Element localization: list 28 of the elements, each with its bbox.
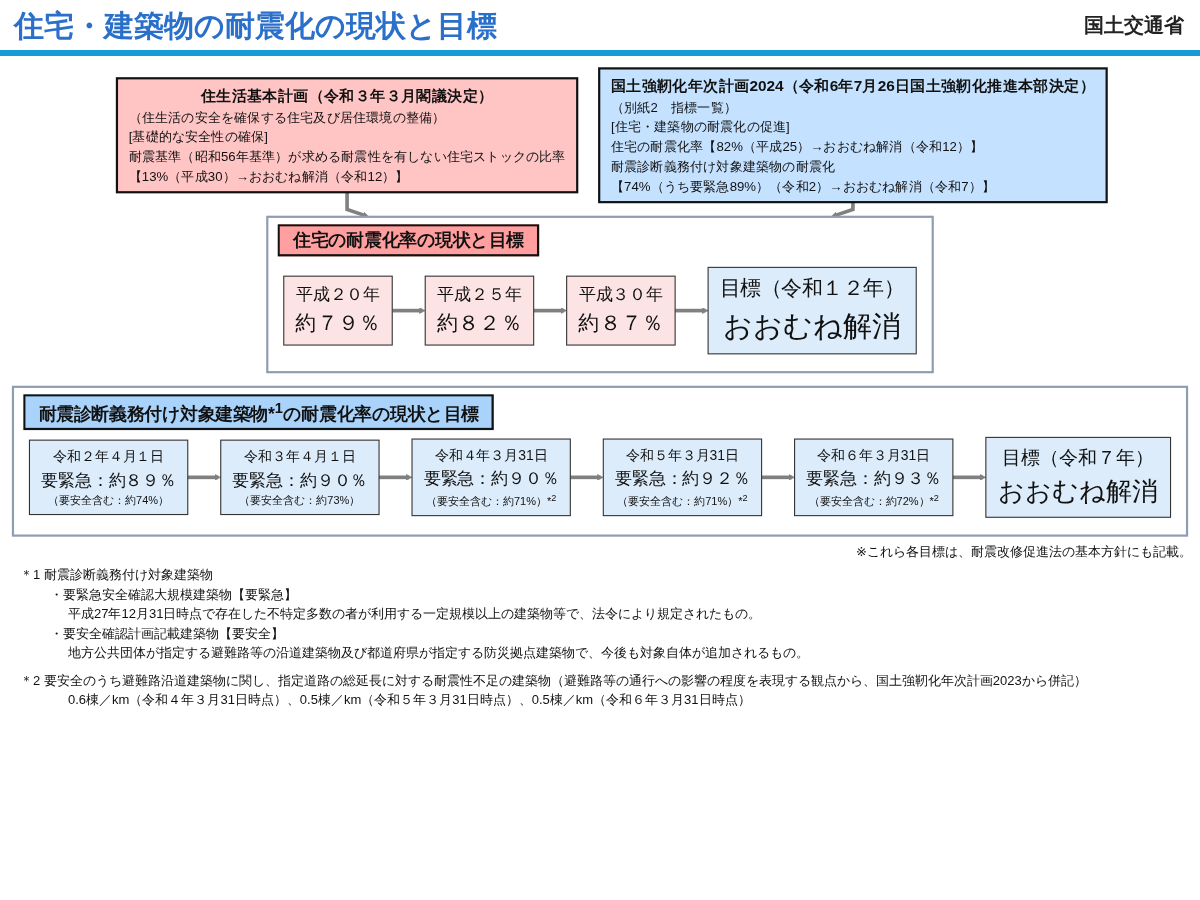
footnote-text: ・要安全確認計画記載建築物【要安全】: [49, 624, 285, 643]
node-box: 令和４年３月31日 要緊急：約９０％ （要安全含む：約71%）*$^{2}$: [411, 438, 571, 517]
node-box: 平成２０年 約７９％: [283, 275, 393, 346]
arrow: [379, 474, 413, 481]
footnote-text: ＊2 要安全のうち避難路沿道建築物に関し、指定道路の総延長に対する耐震性不足の建築物（避難路等の通行への影響の程度を表現する観点から、国土強靭化年次計画2023から併記）: [20, 671, 1088, 690]
node-box: 平成３０年 約８７％: [566, 275, 676, 346]
node-box: 住生活基本計画（令和３年３月閣議決定） （住生活の安全を確保する住宅及び居住環境の整備） [基礎的な安全性の確保] 耐震基準（昭和56年基準）が求める耐震性を有しない住宅ストックの比率 【13%（平成30）→おおむね解消（令和12）】: [115, 77, 579, 194]
organization-name: 国土交通省: [1084, 14, 1184, 36]
node-box: 令和５年３月31日 要緊急：約９２％ （要安全含む：約71%）*$^{2}$: [602, 438, 763, 517]
node-box: 令和６年３月31日 要緊急：約９３％ （要安全含む：約72%）*$^{2}$: [794, 438, 954, 517]
arrow: [570, 474, 604, 481]
arrow: [533, 307, 567, 314]
note-text: ※これら各目標は、耐震改修促進法の基本方針にも記載。: [856, 544, 1192, 559]
footnote-text: ＊1 耐震診断義務付け対象建築物: [20, 566, 214, 584]
footnote-text: ・要緊急安全確認大規模建築物【要緊急】: [49, 585, 298, 604]
footnote-text: 地方公共団体が指定する避難路等の沿道建築物及び都道府県が指定する防災拠点建築物で、今後も対象自体が追加されるもの。: [67, 644, 810, 662]
node-box: 目標（令和１２年） おおむね解消: [707, 266, 917, 355]
page-title: 住宅・建築物の耐震化の現状と目標: [14, 8, 497, 44]
arrow: [392, 307, 426, 314]
arrow: [675, 307, 709, 314]
node-box: 平成２５年 約８２％: [424, 275, 535, 346]
node-box: 国土強靭化年次計画2024（令和6年7月26日国土強靭化推進本部決定） （別紙2 指標一覧） [住宅・建築物の耐震化の促進] 住宅の耐震化率【82%（平成25）→おおむね解消（令和12）】 耐震診断義務付け対象建築物の耐震化 【74%（うち要緊急89%）（令和2）→おおむね解消（令和7）】: [598, 67, 1108, 204]
node-box: 令和２年４月１日 要緊急：約８９％ （要安全含む：約74%）: [28, 439, 189, 516]
node-box: 令和３年４月１日 要緊急：約９０％ （要安全含む：約73%）: [220, 439, 380, 516]
arrow: [761, 474, 795, 481]
node-box: 目標（令和７年） おおむね解消: [985, 436, 1172, 518]
footnote-text: 平成27年12月31日時点で存在した不特定多数の者が利用する一定規模以上の建築物等で、法令により規定されたもの。: [67, 605, 763, 623]
footnote-text: 0.6棟／km（令和４年３月31日時点）、0.5棟／km（令和５年３月31日時点）、0.5棟／km（令和６年３月31日時点）: [67, 691, 752, 709]
